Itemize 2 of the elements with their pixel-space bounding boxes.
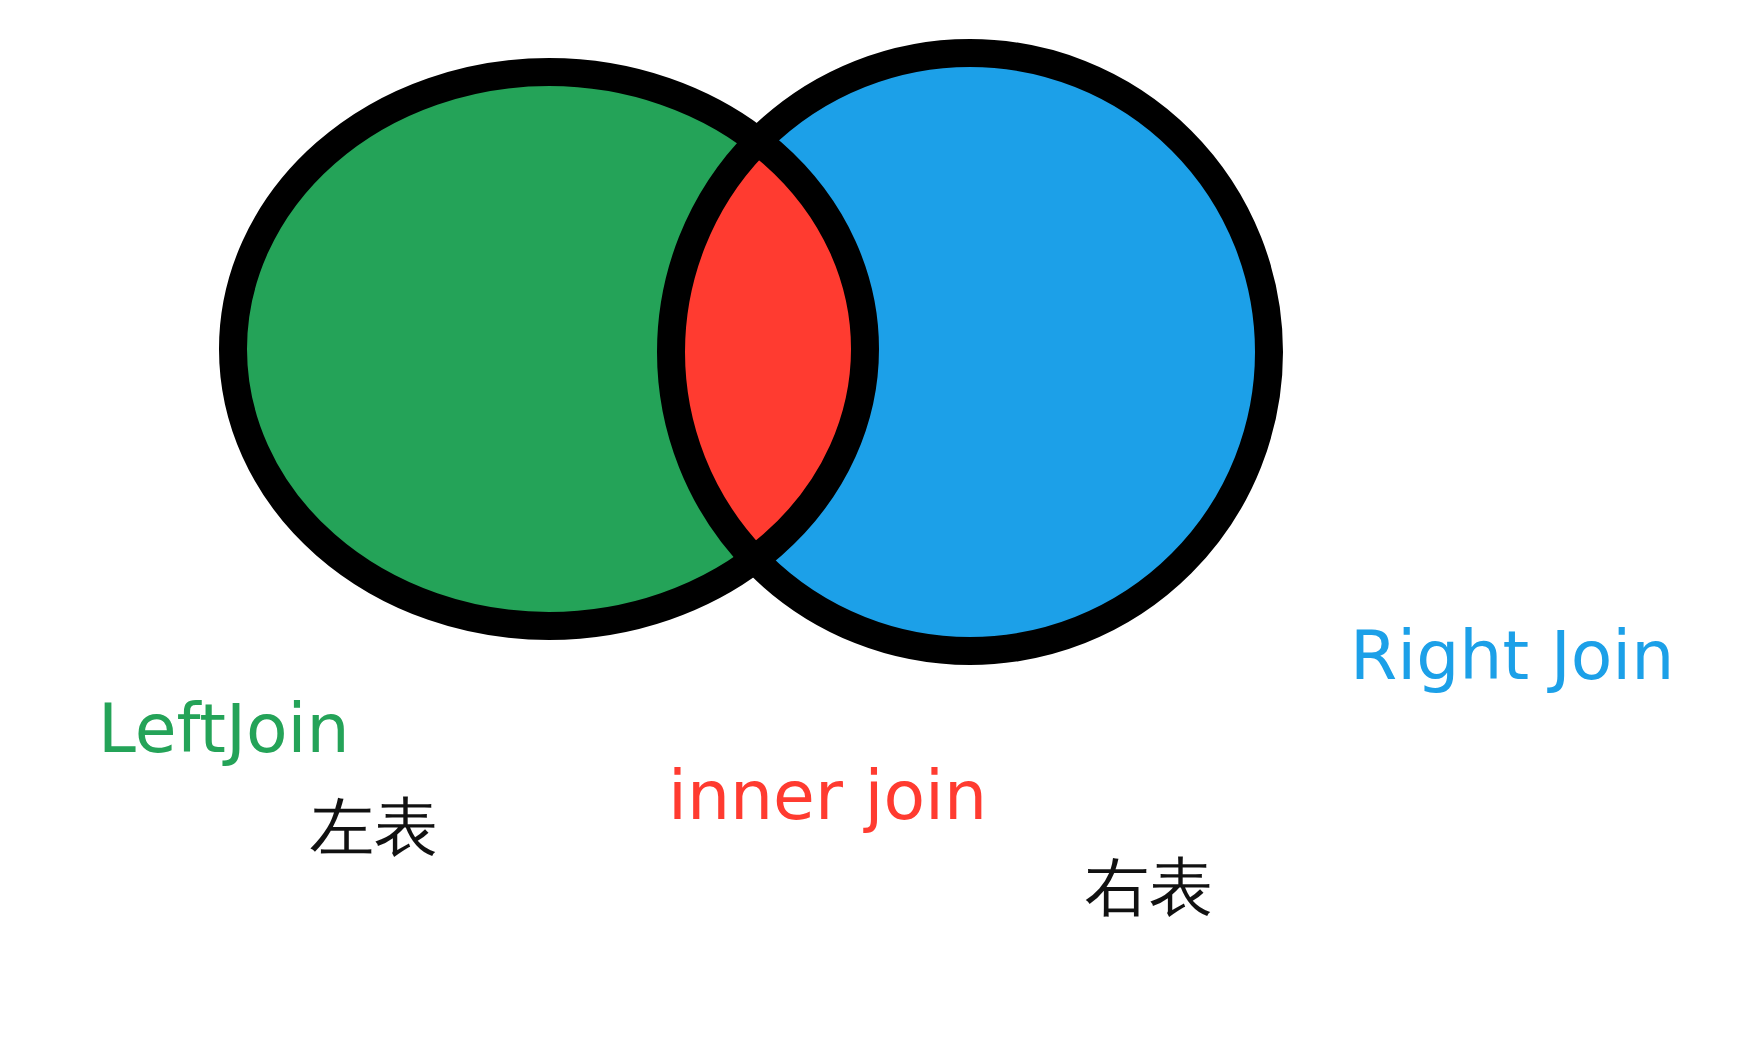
table-label: 左表 [310,795,438,859]
table-label: 右表 [1085,855,1213,919]
